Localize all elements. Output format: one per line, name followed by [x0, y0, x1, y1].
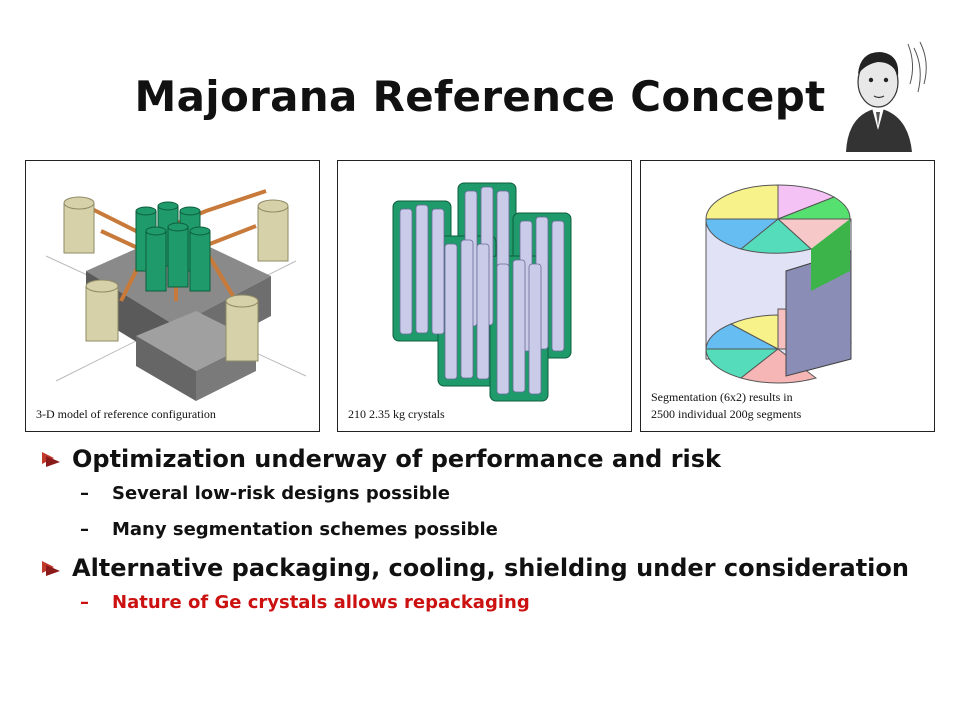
- sub-bullet-item: – Several low-risk designs possible: [40, 481, 940, 507]
- caption-line-1: Segmentation (6x2) results in: [651, 390, 793, 404]
- dash-glyph: –: [80, 519, 89, 540]
- panel-segmentation: Segmentation (6x2) results in 2500 indiv…: [640, 160, 935, 432]
- crystal-array: [392, 182, 572, 402]
- bullet-item: Alternative packaging, cooling, shieldin…: [40, 553, 940, 584]
- slide-title: Majorana Reference Concept: [134, 72, 826, 121]
- sub-bullet-text: Several low-risk designs possible: [112, 483, 450, 504]
- panel-crystals: 210 2.35 kg crystals: [337, 160, 632, 432]
- sub-bullet-text: Many segmentation schemes possible: [112, 519, 498, 540]
- panel-caption: Segmentation (6x2) results in 2500 indiv…: [651, 389, 801, 423]
- bullet-arrow-icon: [42, 452, 60, 467]
- bullet-arrow-icon: [42, 561, 60, 576]
- reference-configuration-model: [45, 189, 307, 401]
- bullet-text: Alternative packaging, cooling, shieldin…: [72, 554, 909, 582]
- dash-glyph: –: [80, 592, 89, 613]
- panel-caption: 3-D model of reference configuration: [36, 407, 216, 421]
- segmented-detector: [705, 184, 852, 384]
- sub-bullet-item: – Many segmentation schemes possible: [40, 517, 940, 543]
- bullet-item: Optimization underway of performance and…: [40, 444, 940, 475]
- dash-glyph: –: [80, 483, 89, 504]
- portrait-image: [846, 41, 927, 152]
- bullet-list: Optimization underway of performance and…: [40, 444, 940, 626]
- bullet-text: Optimization underway of performance and…: [72, 445, 722, 473]
- panel-caption: 210 2.35 kg crystals: [348, 407, 445, 421]
- panel-3d-model: 3-D model of reference configuration: [25, 160, 320, 432]
- caption-line-2: 2500 individual 200g segments: [651, 407, 802, 421]
- sub-bullet-item: – Nature of Ge crystals allows repackagi…: [40, 590, 940, 616]
- sub-bullet-text: Nature of Ge crystals allows repackaging: [112, 592, 530, 613]
